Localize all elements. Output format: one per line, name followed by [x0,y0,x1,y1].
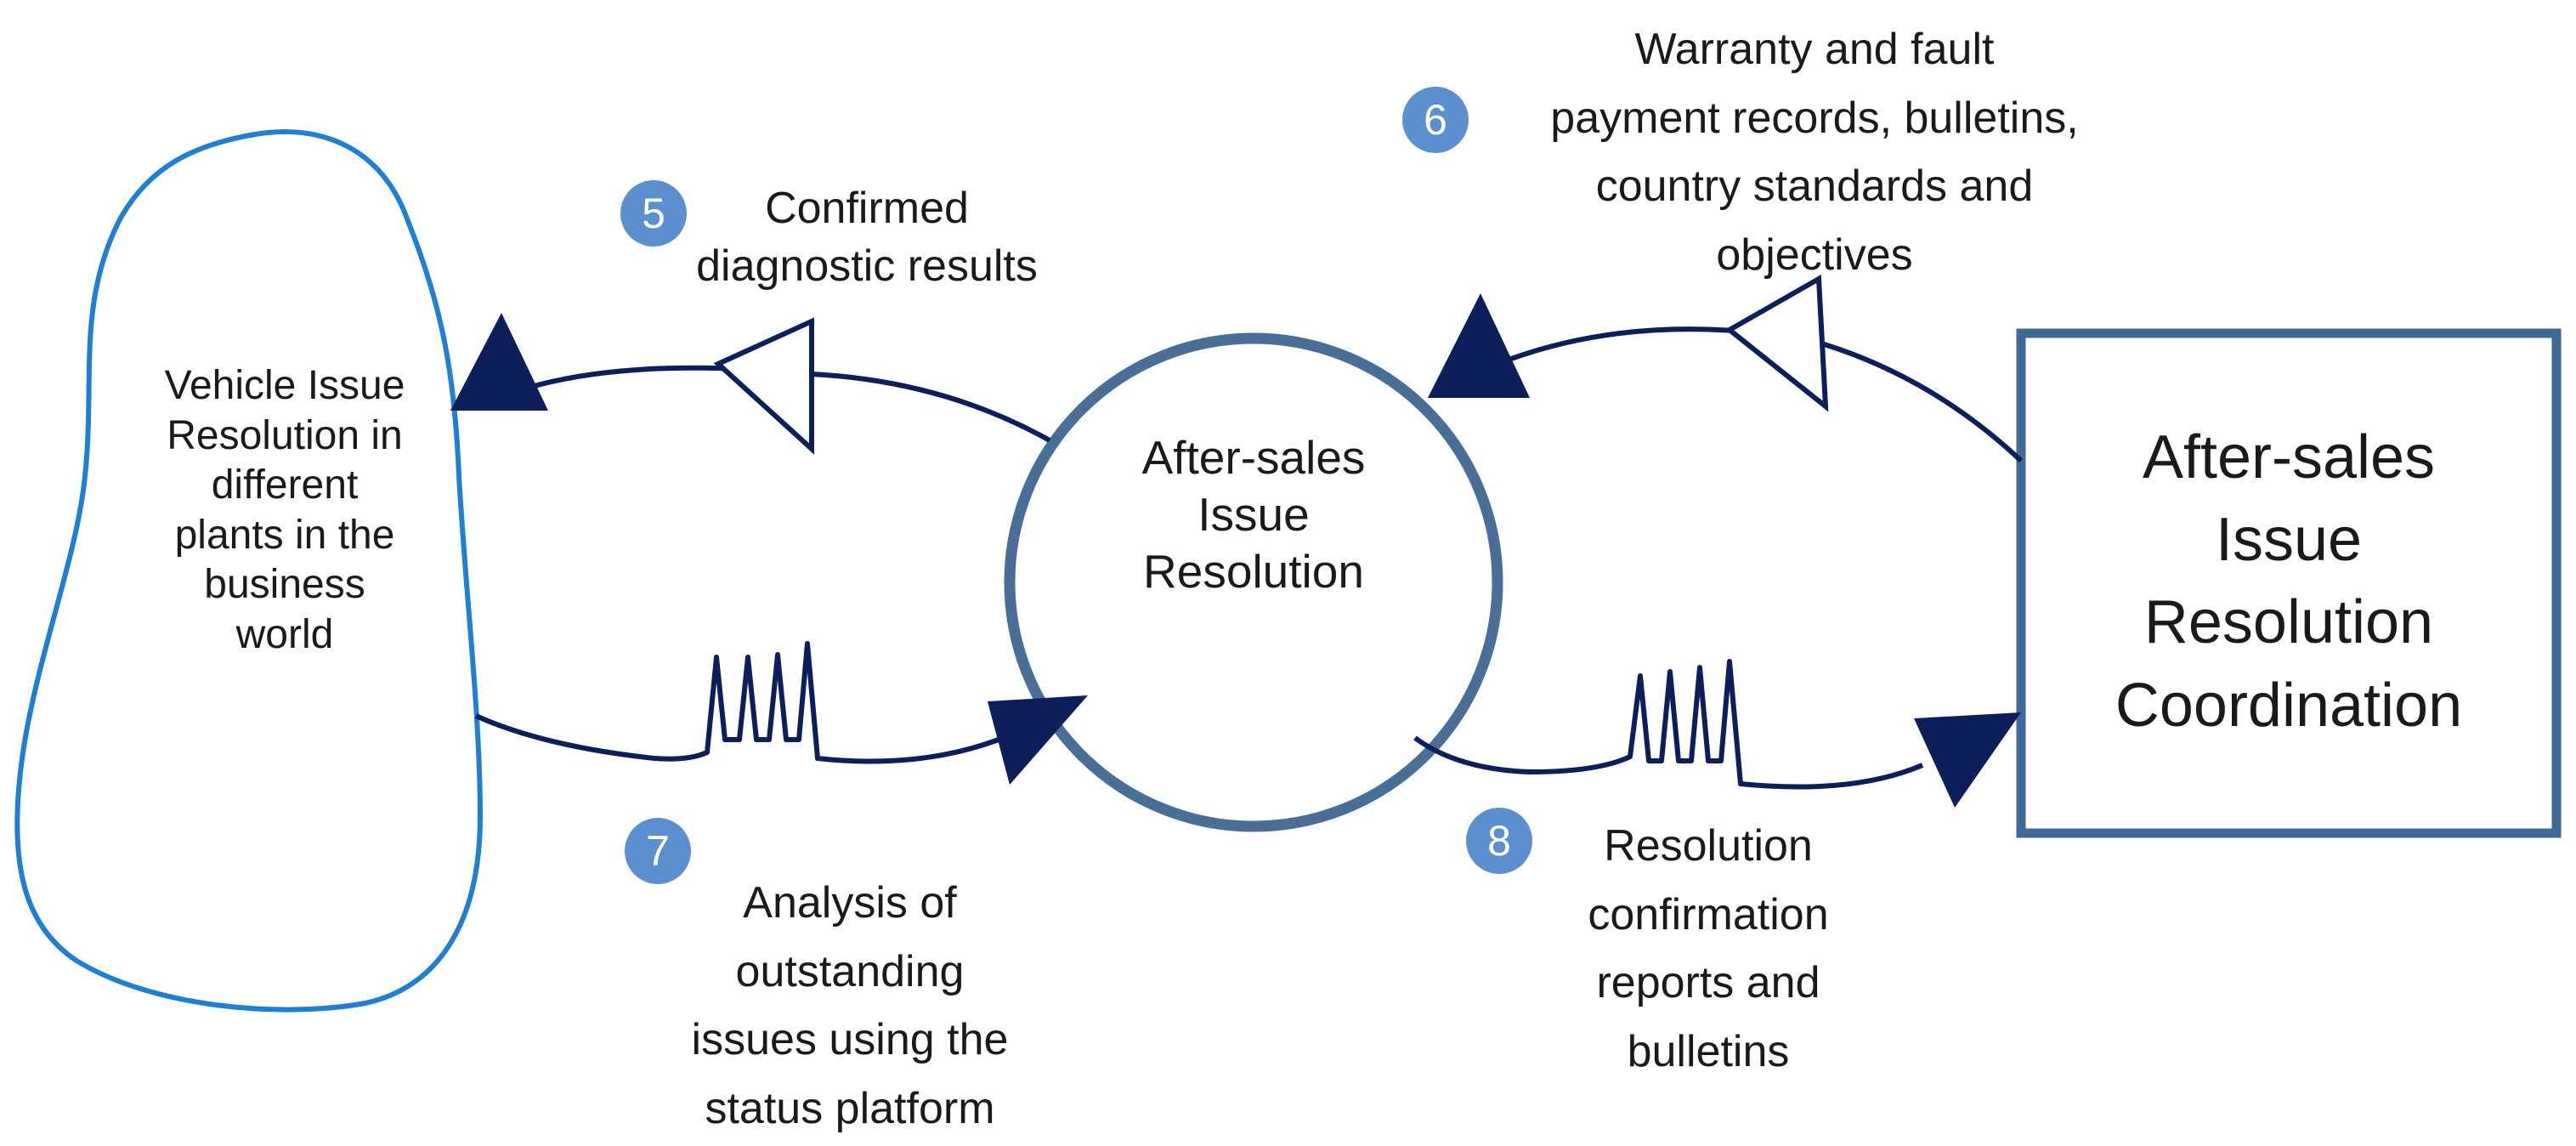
vehicle-plants-entity [14,129,484,1013]
flow-6-open-arrowhead [1724,274,1829,412]
process-circle [1004,332,1503,832]
coordination-label: After-sales Issue Resolution Coordinatio… [2115,423,2463,740]
flow-8-line [1413,659,1924,790]
flow-5-number-badge: 5 [620,180,687,247]
flow-6-label: Warranty and fault payment records, bull… [1550,25,2079,280]
flow-7-line [474,641,1000,764]
flow-5-label: Confirmed diagnostic results [696,184,1038,291]
flow-5-open-arrowhead [713,317,814,455]
vehicle-plants-label: Vehicle Issue Resolution in different pl… [164,363,405,657]
flow-7-label: Analysis of outstanding issues using the… [691,878,1009,1133]
process-label: After-sales Issue Resolution [1141,431,1366,599]
flow-8-filled-arrowhead [1914,712,2021,808]
flow-6-filled-arrowhead [1428,293,1530,398]
flow-6-number-badge: 6 [1402,87,1469,153]
flow-8-label: Resolution confirmation reports and bull… [1588,821,1829,1076]
flow-7-filled-arrowhead [988,695,1088,785]
coordination-box [2016,328,2562,838]
flow-7-number-badge: 7 [625,818,691,884]
flow-8-number-badge: 8 [1466,808,1532,874]
flow-5-filled-arrowhead [450,313,548,411]
